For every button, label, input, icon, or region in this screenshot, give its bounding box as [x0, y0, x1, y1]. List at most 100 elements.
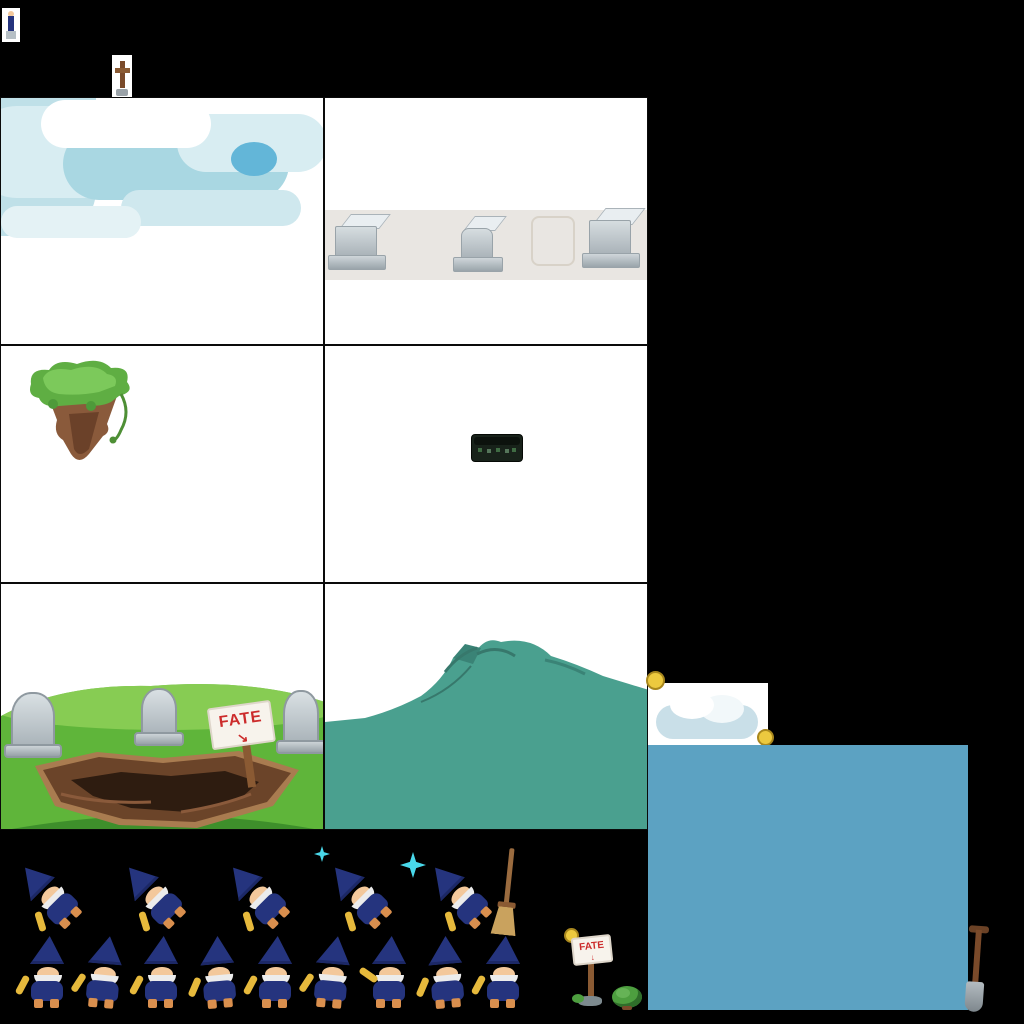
gravestone-outline-sprite: [531, 216, 575, 266]
fate-sign-scene: FATE ↘: [206, 696, 309, 804]
hill-silhouette: [325, 640, 647, 829]
cloud-patch-tile: [648, 683, 768, 745]
hill-branch-streak: [544, 658, 586, 676]
wizard-walking-sprite: [360, 934, 420, 1012]
hill-branch-streak: [476, 648, 516, 658]
wizard-head: [376, 967, 404, 985]
cloud-accent-shape: [231, 142, 277, 176]
wizard-torso: [430, 979, 465, 1003]
wizard-torso: [85, 979, 120, 1003]
sign-post: [241, 741, 257, 788]
wizard-walking-sprite: [72, 932, 139, 1015]
trough-moss-dots: [478, 448, 482, 452]
totem-body: [8, 16, 14, 31]
wizard-hat: [144, 936, 178, 964]
sign-text: FATE: [578, 939, 605, 954]
cloud-shape: [121, 190, 301, 226]
totem-base: [6, 31, 16, 39]
bush-highlight: [616, 988, 630, 998]
wizard-torso: [373, 981, 405, 1008]
stone-front-face: [335, 226, 377, 258]
trough-lip: [474, 437, 520, 445]
sky-clouds-tile: [0, 97, 324, 345]
wizard-torso: [202, 979, 237, 1003]
wizard-hat: [258, 936, 292, 964]
grass-lump: [48, 399, 58, 409]
stone-base: [328, 255, 386, 270]
wizard-hat: [316, 935, 352, 966]
wizard-head: [262, 967, 290, 985]
graveyard-scene-tile: FATE ↘: [0, 583, 324, 830]
tiny-grave-cross-sprite: [112, 55, 132, 100]
grass-tuft: [572, 994, 584, 1003]
cross-horizontal: [115, 68, 130, 73]
broom-sprite: [487, 847, 526, 938]
water-fill-tile: [648, 745, 968, 1010]
wizard-torso: [313, 979, 348, 1003]
wizard-hat: [30, 936, 64, 964]
broom-bristles: [491, 906, 519, 936]
gravestone-sprite: [4, 692, 62, 758]
gravestone-strip-tile: [324, 97, 648, 345]
coin-sprite: [646, 671, 665, 690]
wizard-walking-sprite: [300, 932, 367, 1015]
wizard-flying-sprite: [209, 846, 307, 944]
gravestone-cube-sprite: [582, 208, 647, 274]
wizard-head: [148, 967, 176, 985]
wizard-walking-sprite: [186, 932, 253, 1015]
sign-arrow-icon: ↓: [590, 952, 596, 963]
island-dirt-shadow: [69, 412, 99, 454]
sparkle-icon: [400, 852, 426, 878]
teal-hill-sprite: [325, 640, 647, 829]
hill-branch-streak: [443, 646, 478, 673]
cross-vertical: [120, 61, 125, 88]
wizard-flying-sprite: [311, 846, 409, 944]
sign-board: FATE ↓: [570, 933, 614, 967]
wizard-walking-sprite: [414, 932, 481, 1015]
wizard-hat: [486, 936, 520, 964]
gravestone-sprite: [276, 690, 323, 754]
vine-leaf: [109, 436, 117, 444]
stone-front-face: [589, 220, 631, 256]
chasm-ledge: [60, 792, 152, 804]
grass-dark-rim: [1, 815, 323, 829]
shovel-blade: [964, 981, 985, 1013]
chasm-ledge: [180, 792, 252, 814]
stone-base: [453, 257, 503, 272]
cloud-shape: [670, 691, 714, 719]
hill-branch-streak: [420, 665, 472, 703]
bush-base: [622, 1006, 632, 1010]
wizard-walking-sprite: [132, 934, 192, 1012]
wizard-walking-sprite: [246, 934, 306, 1012]
tiny-wizard-totem-sprite: [2, 8, 20, 42]
wizard-torso: [487, 981, 519, 1008]
sign-post: [588, 960, 594, 998]
teal-hill-tile: [324, 583, 648, 830]
wizard-head: [490, 967, 518, 985]
wizard-flying-sprite: [1, 846, 99, 944]
totem-head: [8, 11, 14, 17]
trough-sprite: [471, 434, 523, 462]
coin-sprite: [757, 729, 774, 746]
wizard-torso: [259, 981, 291, 1008]
wizard-hat: [426, 935, 462, 966]
gravestone-cube-sprite: [328, 214, 395, 276]
sign-base-stone: [578, 996, 602, 1006]
cloud-shape: [1, 206, 141, 238]
shovel-sprite: [961, 925, 997, 1019]
wizard-torso: [145, 981, 177, 1008]
gravestone-cube-sprite: [453, 216, 515, 278]
stone-trough-tile: [324, 345, 648, 583]
stone-front-face: [461, 228, 493, 260]
cloud-shape: [41, 100, 211, 148]
island-grass-highlight: [43, 366, 116, 395]
wizard-head: [34, 967, 62, 985]
bush-sprite: [610, 982, 644, 1010]
wizard-hat: [372, 936, 406, 964]
wizard-walking-sprite: [18, 934, 78, 1012]
sign-board: FATE ↘: [206, 699, 276, 751]
wizard-hat: [198, 935, 234, 966]
floating-island-sprite: [30, 360, 130, 460]
sign-arrow-icon: ↘: [236, 729, 251, 746]
